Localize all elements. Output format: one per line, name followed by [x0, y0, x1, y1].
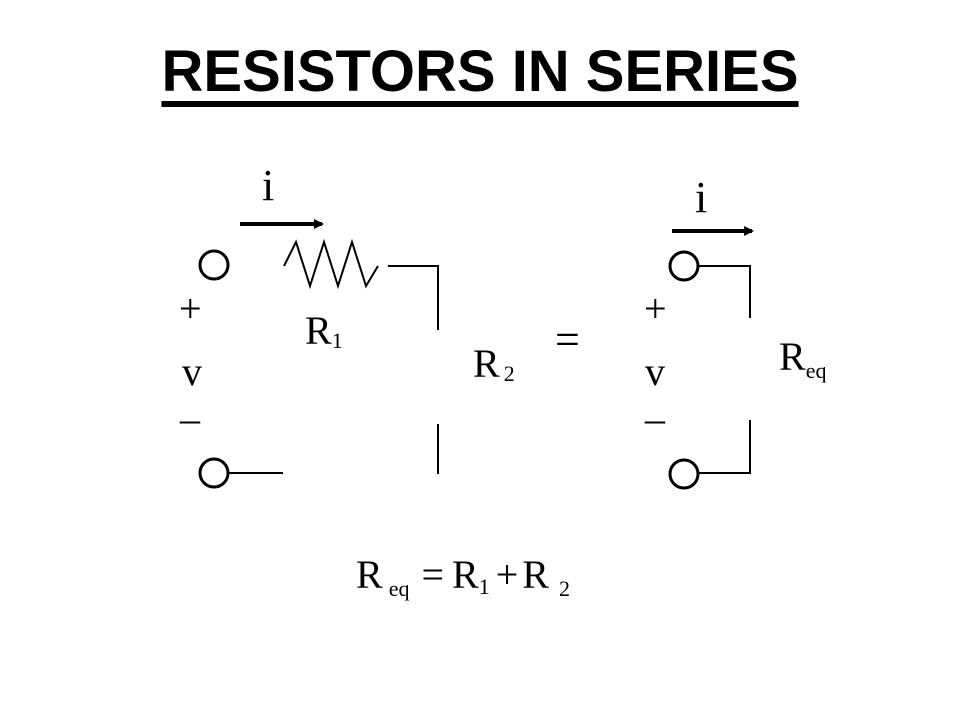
- right-minus-sign: –: [644, 396, 666, 441]
- right-plus-sign: +: [644, 286, 667, 331]
- left-plus-sign: +: [179, 286, 202, 331]
- right-bottom-wire: [698, 420, 751, 474]
- title-text: RESISTORS IN SERIES: [161, 39, 799, 104]
- left-minus-sign: –: [179, 396, 201, 441]
- right-circuit: i + v – Req: [644, 173, 826, 490]
- left-top-terminal: [198, 249, 230, 281]
- left-current-label: i: [262, 161, 274, 210]
- right-bottom-terminal: [668, 458, 700, 490]
- left-top-wire: [388, 265, 439, 330]
- r1-label: R1: [305, 308, 343, 353]
- page-title: RESISTORS IN SERIES: [0, 38, 960, 105]
- left-bottom-terminal: [198, 457, 230, 489]
- right-top-wire: [698, 265, 751, 318]
- right-top-terminal: [668, 250, 700, 282]
- left-voltage-label: v: [182, 349, 202, 394]
- equals-sign: =: [555, 315, 580, 364]
- req-label: Req: [779, 334, 826, 383]
- r1-resistor-zigzag: [283, 238, 379, 290]
- right-current-label: i: [695, 173, 707, 222]
- right-voltage-label: v: [645, 349, 665, 394]
